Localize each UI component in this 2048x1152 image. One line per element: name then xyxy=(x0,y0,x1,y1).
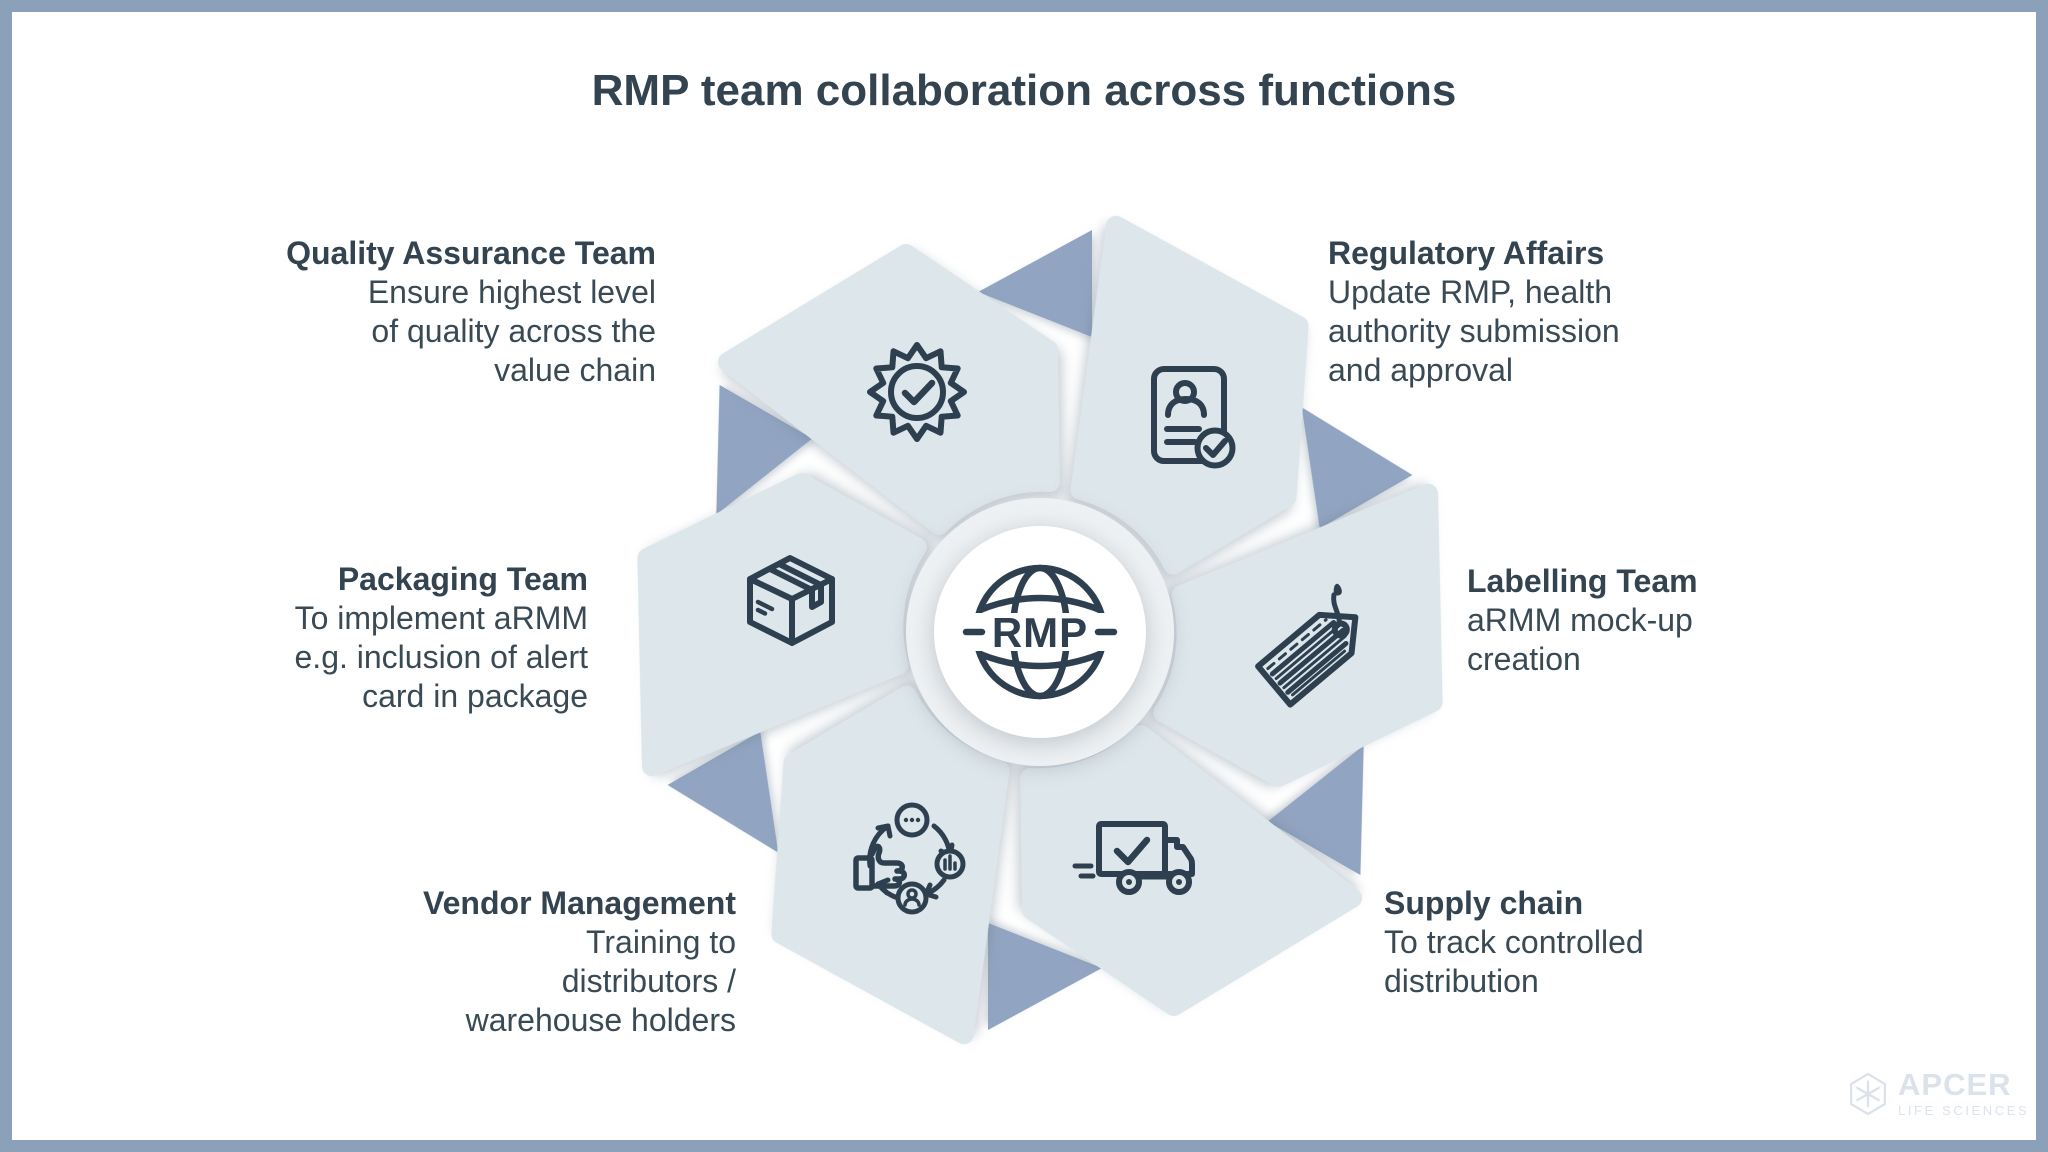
function-block-regulatory-affairs: Regulatory Affairs Update RMP, health au… xyxy=(1328,234,1768,390)
label-tag-icon xyxy=(1255,583,1359,708)
vendor-collaboration-icon xyxy=(853,802,966,915)
function-title: Labelling Team xyxy=(1467,563,1698,599)
page-title: RMP team collaboration across functions xyxy=(591,66,1457,115)
globe-icon xyxy=(956,564,1124,700)
function-title: Quality Assurance Team xyxy=(286,235,656,271)
function-title: Vendor Management xyxy=(423,885,736,921)
function-block-labelling-team: Labelling Team aRMM mock-up creation xyxy=(1467,562,1847,679)
function-description: Training to distributors / warehouse hol… xyxy=(465,924,736,1038)
function-description: To track controlled distribution xyxy=(1384,924,1644,999)
hexagon-asterisk-logo-icon xyxy=(1849,1072,1887,1116)
collaboration-wheel-diagram: RMP xyxy=(12,12,2048,1152)
function-description: To implement aRMM e.g. inclusion of aler… xyxy=(294,600,589,714)
center-hub: RMP xyxy=(906,498,1174,766)
id-card-check-icon xyxy=(1151,366,1236,469)
function-title: Supply chain xyxy=(1384,885,1584,921)
quality-badge-icon xyxy=(867,342,967,442)
function-block-supply-chain: Supply chain To track controlled distrib… xyxy=(1384,884,1784,1001)
apcer-logo: APCER LIFE SCIENCES xyxy=(1848,1067,2030,1118)
logo-subtitle: LIFE SCIENCES xyxy=(1898,1103,2030,1118)
logo-name: APCER xyxy=(1898,1067,2012,1102)
function-description: aRMM mock-up creation xyxy=(1467,602,1693,677)
function-block-packaging-team: Packaging Team To implement aRMM e.g. in… xyxy=(168,560,589,716)
delivery-truck-icon xyxy=(1072,821,1195,895)
package-box-icon xyxy=(747,555,835,646)
function-title: Packaging Team xyxy=(337,561,588,597)
function-description: Ensure highest level of quality across t… xyxy=(367,274,656,388)
function-title: Regulatory Affairs xyxy=(1328,235,1605,271)
function-description: Update RMP, health authority submission … xyxy=(1328,274,1620,388)
function-block-quality-assurance-team: Quality Assurance Team Ensure highest le… xyxy=(236,234,656,390)
center-label: RMP xyxy=(992,609,1088,656)
function-block-vendor-management: Vendor Management Training to distributo… xyxy=(296,884,736,1040)
